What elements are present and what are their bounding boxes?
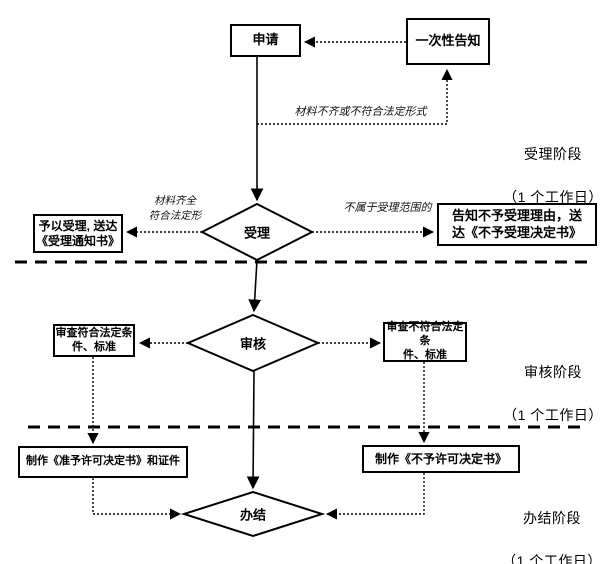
edge-review-to-finish xyxy=(246,370,260,490)
make-permit-box: 制作《准予许可决定书》和证件 xyxy=(18,446,188,478)
stage-accept-duration: （1 个工作日） xyxy=(503,189,603,206)
stage-accept-name: 受理阶段 xyxy=(524,145,582,162)
review-fail-box: 审查不符合法定条 件、标准 xyxy=(383,321,467,362)
accept-diamond-label: 受理 xyxy=(243,225,271,241)
make-denial-box: 制作《不予许可决定书》 xyxy=(362,445,520,473)
review-diamond xyxy=(185,313,321,373)
stage-label-review: 审核阶段 （1 个工作日） xyxy=(503,340,603,427)
edge-denial-to-finish xyxy=(325,473,425,520)
review-diamond-label: 审核 xyxy=(239,336,267,352)
edge-label-materials-complete: 材料齐全 符合法定形 xyxy=(148,195,202,223)
finish-diamond xyxy=(180,490,326,538)
stage-review-duration: （1 个工作日） xyxy=(503,407,603,424)
accept-no-box: 告知不予受理理由，送 达《不予受理决定书》 xyxy=(437,203,597,246)
edge-incomplete-feedback xyxy=(257,68,453,125)
review-pass-box: 审查符合法定条 件、标准 xyxy=(53,324,135,357)
stage-label-accept: 受理阶段 （1 个工作日） xyxy=(503,122,603,209)
finish-diamond-label: 办结 xyxy=(239,507,267,523)
stage-review-name: 审核阶段 xyxy=(524,363,582,380)
one-time-notice-box: 一次性告知 xyxy=(406,18,490,65)
stage-label-finish: 办结阶段 （1 个工作日） xyxy=(500,486,604,564)
stage-finish-duration: （1 个工作日） xyxy=(502,553,602,564)
edge-accept-to-review xyxy=(248,259,262,313)
stage-finish-name: 办结阶段 xyxy=(523,509,581,526)
edge-permit-to-finish xyxy=(92,478,182,520)
edge-label-materials-incomplete: 材料不齐或不符合法定形式 xyxy=(294,105,427,118)
accept-yes-box: 予以受理, 送达 《受理通知书》 xyxy=(33,214,123,253)
apply-box: 申请 xyxy=(230,24,301,57)
edge-label-out-of-scope: 不属于受理范围的 xyxy=(343,201,432,214)
accept-diamond xyxy=(199,202,315,262)
